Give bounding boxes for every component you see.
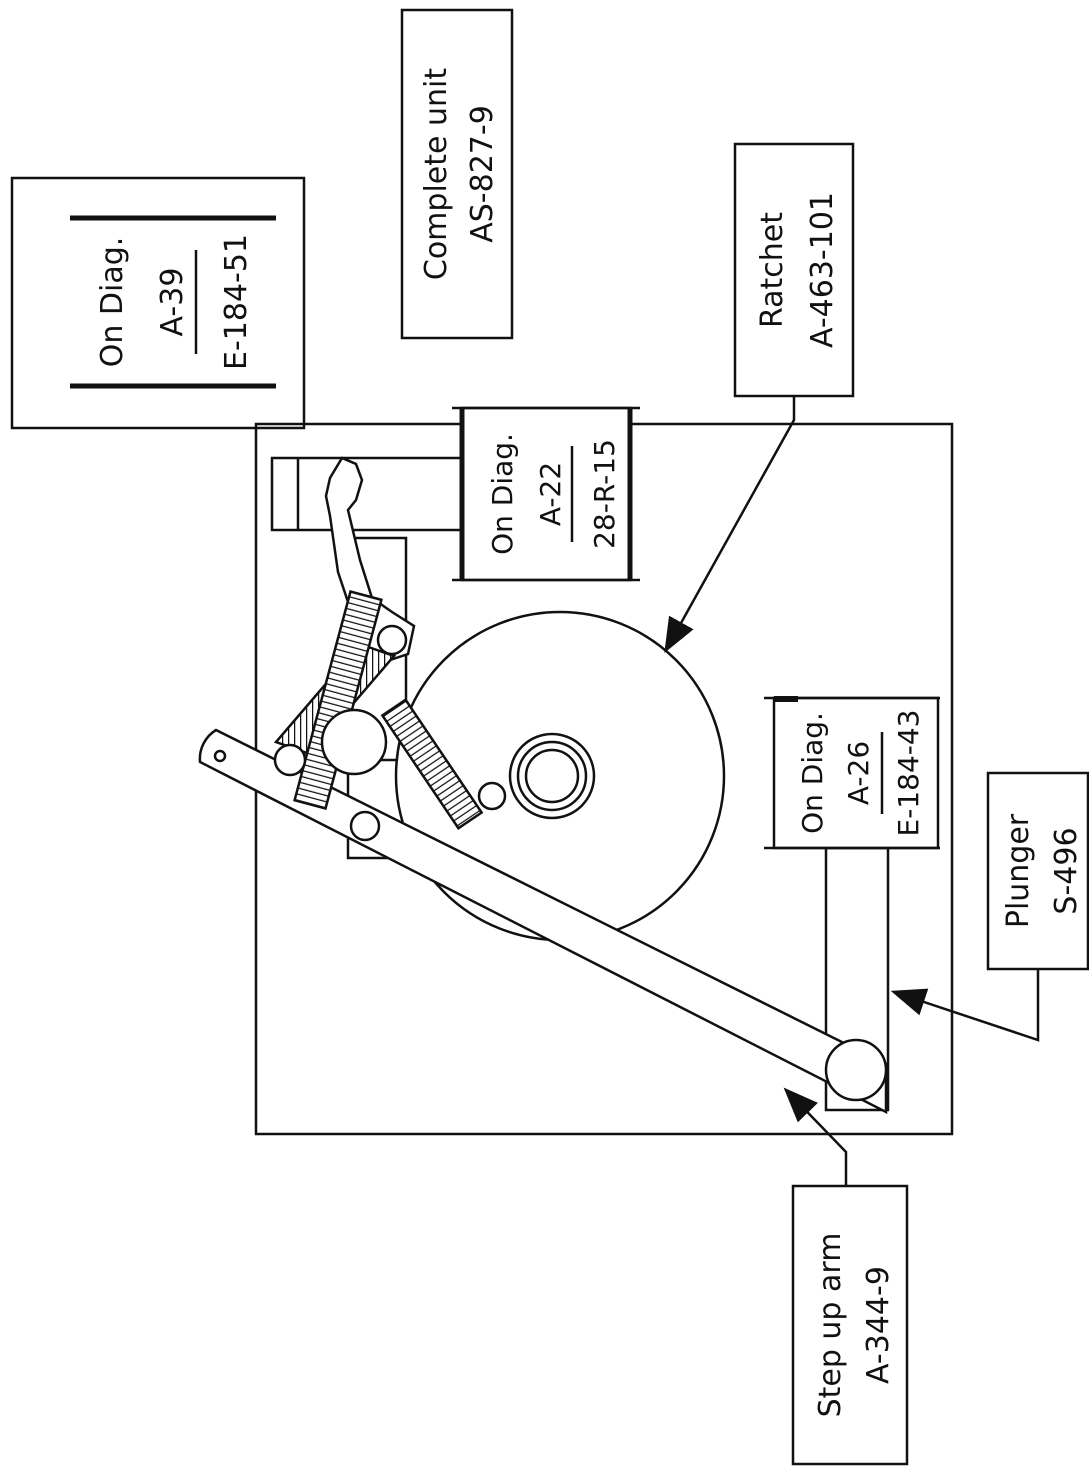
spring-pin-arm <box>477 781 507 811</box>
coil-a26: On Diag. A-26 E-184-43 <box>764 696 940 850</box>
short-spring-coil <box>380 698 484 830</box>
spring-pin-lower <box>273 743 307 777</box>
step-up-arm-label: Step up arm A-344-9 <box>791 1184 909 1466</box>
upper-guide <box>270 456 470 532</box>
coil-a39-line2: A-39 <box>155 268 190 337</box>
coil-a39-box: On Diag. A-39 E-184-51 <box>10 176 306 430</box>
plunger-line1: Plunger <box>1001 813 1036 928</box>
coil-a39-line1: On Diag. <box>95 237 130 368</box>
step-up-arm-line2: A-344-9 <box>861 1266 896 1384</box>
plunger-leader <box>890 969 1040 1042</box>
step-up-arm-line1: Step up arm <box>813 1233 848 1418</box>
coil-a26-line2: A-26 <box>842 741 875 805</box>
coil-a26-line1: On Diag. <box>796 712 829 834</box>
coil-a22-line2: A-22 <box>534 462 567 526</box>
ratchet-leader <box>664 396 796 654</box>
ratchet-label: Ratchet A-463-101 <box>733 142 855 398</box>
complete-unit-line2: AS-827-9 <box>465 105 500 243</box>
plunger-line2: S-496 <box>1049 827 1084 914</box>
coil-a22-line1: On Diag. <box>486 433 519 555</box>
step-up-arm-leader <box>783 1087 848 1186</box>
coil-a22: On Diag. A-22 28-R-15 <box>452 406 640 582</box>
coil-a39-line3: E-184-51 <box>219 234 254 370</box>
coil-a22-line3: 28-R-15 <box>588 439 621 549</box>
complete-unit-label: Complete unit AS-827-9 <box>400 8 514 340</box>
long-spring-coil <box>293 590 383 810</box>
plunger-label: Plunger S-496 <box>986 771 1089 971</box>
pawl-lever <box>324 456 416 664</box>
spring-pin-mid <box>349 810 381 842</box>
coil-a26-line3: E-184-43 <box>892 710 925 837</box>
complete-unit-line1: Complete unit <box>419 68 454 280</box>
plunger-roller <box>824 1038 888 1102</box>
ratchet-line1: Ratchet <box>755 212 790 328</box>
pivot-roller <box>320 708 388 776</box>
ratchet-line2: A-463-101 <box>805 192 840 348</box>
